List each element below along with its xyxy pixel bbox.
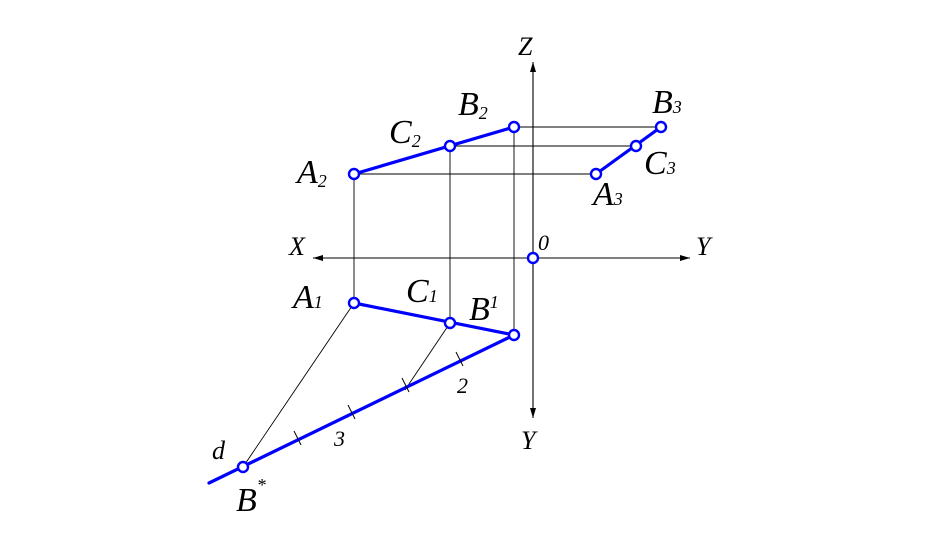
x-axis-label: X xyxy=(288,232,306,261)
origin-label: 0 xyxy=(538,230,549,255)
label-bstar: B* xyxy=(236,475,266,519)
misc-labels: d 2 3 xyxy=(212,373,468,465)
axis-labels: Z X Y Y 0 xyxy=(288,32,713,455)
point-c1 xyxy=(443,316,457,330)
point-c2 xyxy=(443,139,457,153)
tick-mark xyxy=(455,351,464,367)
point-c3 xyxy=(629,139,643,153)
point-origin xyxy=(526,251,540,265)
points xyxy=(236,120,668,474)
tick-mark xyxy=(293,430,302,446)
z-axis-label: Z xyxy=(518,32,533,61)
tick-mark xyxy=(347,404,356,420)
scale-mark-3: 3 xyxy=(333,426,345,451)
line-d xyxy=(207,333,516,485)
point-b3 xyxy=(654,120,668,134)
point-a1 xyxy=(347,296,361,310)
label-a1: A1 xyxy=(291,279,323,316)
point-b1 xyxy=(507,328,521,342)
point-bstar xyxy=(236,460,250,474)
segment-a3-b3 xyxy=(594,125,663,176)
label-c1: C1 xyxy=(406,273,438,310)
point-labels: A2 C2 B2 B3 C3 A3 A1 C1 B1 B* xyxy=(236,84,682,519)
segment-a1-b1 xyxy=(352,301,516,337)
scale-ticks xyxy=(293,351,464,446)
y-axis-label-right: Y xyxy=(696,232,713,261)
link-a1-bstar xyxy=(242,302,355,468)
y-axis-label-down: Y xyxy=(521,426,538,455)
point-a2 xyxy=(347,167,361,181)
label-c2: C2 xyxy=(389,114,421,151)
label-b3: B3 xyxy=(652,84,682,121)
link-c1-line-d xyxy=(404,322,451,391)
segment-a2-b2 xyxy=(352,125,516,176)
tick-mark xyxy=(401,377,410,393)
blue-lines xyxy=(207,125,663,485)
projection-lines xyxy=(242,126,661,468)
scale-mark-2: 2 xyxy=(457,373,468,398)
line-d-label: d xyxy=(212,436,226,465)
label-a2: A2 xyxy=(295,154,327,191)
point-b2 xyxy=(507,120,521,134)
axes xyxy=(313,62,690,418)
label-c3: C3 xyxy=(644,145,676,182)
label-a3: A3 xyxy=(591,176,623,213)
label-b2: B2 xyxy=(458,86,488,123)
label-b1: B1 xyxy=(469,291,499,328)
point-a3 xyxy=(589,167,603,181)
